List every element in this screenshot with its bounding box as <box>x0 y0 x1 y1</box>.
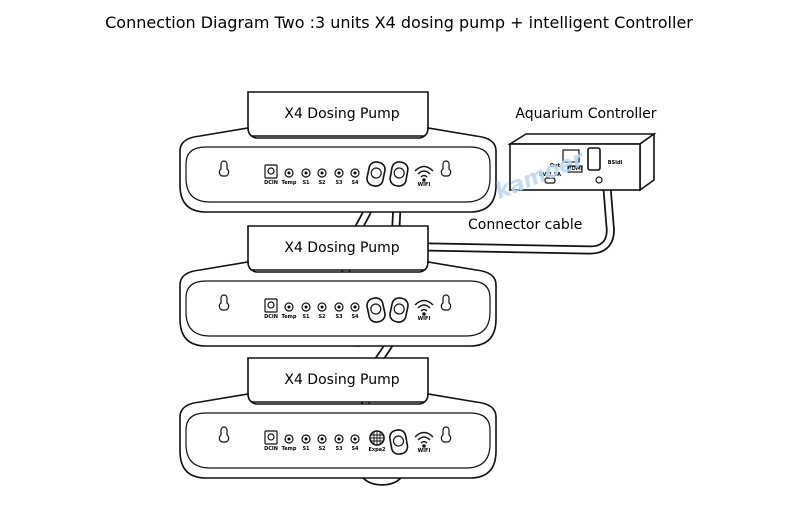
port-label: Temp <box>282 314 297 320</box>
port-label: S4 <box>351 446 359 452</box>
port-label: S4 <box>351 314 359 320</box>
pump-unit-1: X4 Dosing Pump DCIN Temp S1 S2 S3 S4 WIF… <box>179 91 497 213</box>
pump-label: X4 Dosing Pump <box>284 240 399 256</box>
port-label: S3 <box>335 314 343 320</box>
wifi-icon <box>414 165 434 182</box>
cable-connector <box>389 297 409 323</box>
ethernet-port[interactable] <box>562 149 580 163</box>
cable-label: Connector cable <box>468 217 582 233</box>
port-label: Temp <box>282 446 297 452</box>
aux-port[interactable] <box>595 176 603 184</box>
port-label: DCIN <box>264 314 278 320</box>
pump-unit-3: X4 Dosing Pump DCIN Temp S1 S2 S3 S4 Exp… <box>179 357 497 479</box>
controller-port-label: HDMI <box>567 166 582 172</box>
mount-hole-icon <box>440 294 452 311</box>
port-label: DCIN <box>264 180 278 186</box>
port-label: S2 <box>318 180 326 186</box>
controller-port-label: Out <box>550 163 561 169</box>
wifi-icon <box>414 299 434 316</box>
port-label: S2 <box>318 314 326 320</box>
wifi-label: WIFI <box>418 182 431 188</box>
cable-connector <box>388 429 409 455</box>
port-label: S4 <box>351 180 359 186</box>
expansion-port[interactable] <box>369 430 385 446</box>
wifi-label: WIFI <box>418 316 431 322</box>
cable-plug <box>587 147 601 171</box>
hdmi-port[interactable] <box>567 165 583 173</box>
port-label: S3 <box>335 446 343 452</box>
power-port[interactable] <box>544 177 556 184</box>
port-label: S1 <box>302 180 310 186</box>
aquarium-controller: Aquarium Controller Out HDMI 5V/2.5A BSI… <box>492 106 657 205</box>
controller-label: Aquarium Controller <box>515 106 656 122</box>
wifi-icon <box>414 431 434 448</box>
port-label: Expa2 <box>368 447 386 453</box>
wifi-label: WIFI <box>418 448 431 454</box>
cable-connector <box>389 161 409 187</box>
mount-hole-icon <box>440 426 452 443</box>
port-label: S1 <box>302 446 310 452</box>
diagram-title: Connection Diagram Two :3 units X4 dosin… <box>105 13 693 32</box>
controller-port-label: 5V/2.5A <box>539 172 561 178</box>
mount-hole-icon <box>440 160 452 177</box>
mount-hole-icon <box>218 160 230 177</box>
port-label: S2 <box>318 446 326 452</box>
port-label: Temp <box>282 180 297 186</box>
cable-connector <box>366 297 386 323</box>
controller-port-label: BSIdl <box>608 160 623 166</box>
port-label: S1 <box>302 314 310 320</box>
port-label: DCIN <box>264 446 278 452</box>
pump-label: X4 Dosing Pump <box>284 372 399 388</box>
mount-hole-icon <box>218 294 230 311</box>
mount-hole-icon <box>218 426 230 443</box>
cable-connector <box>366 161 386 187</box>
pump-label: X4 Dosing Pump <box>284 106 399 122</box>
port-label: S3 <box>335 180 343 186</box>
pump-unit-2: X4 Dosing Pump DCIN Temp S1 S2 S3 S4 WIF… <box>179 225 497 347</box>
